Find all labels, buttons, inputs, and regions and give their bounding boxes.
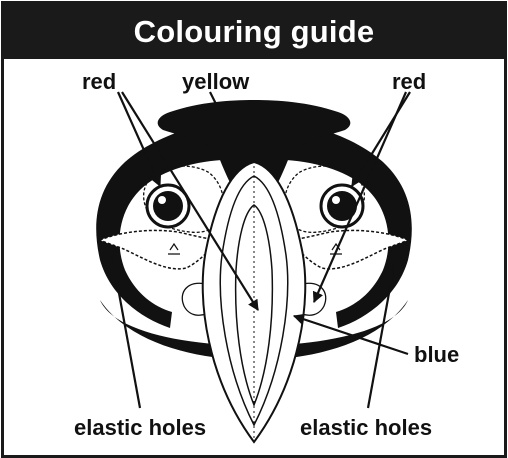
label-blue: blue bbox=[414, 342, 459, 367]
right-elastic-hole bbox=[400, 234, 404, 238]
left-elastic-hole bbox=[104, 234, 108, 238]
arrow-elastic-left bbox=[110, 244, 140, 408]
label-red-right: red bbox=[392, 69, 426, 94]
label-elastic-holes-left: elastic holes bbox=[74, 415, 206, 440]
label-elastic-holes-right: elastic holes bbox=[300, 415, 432, 440]
label-red-left: red bbox=[82, 69, 116, 94]
label-yellow: yellow bbox=[182, 69, 250, 94]
arrow-elastic-right bbox=[368, 244, 398, 408]
